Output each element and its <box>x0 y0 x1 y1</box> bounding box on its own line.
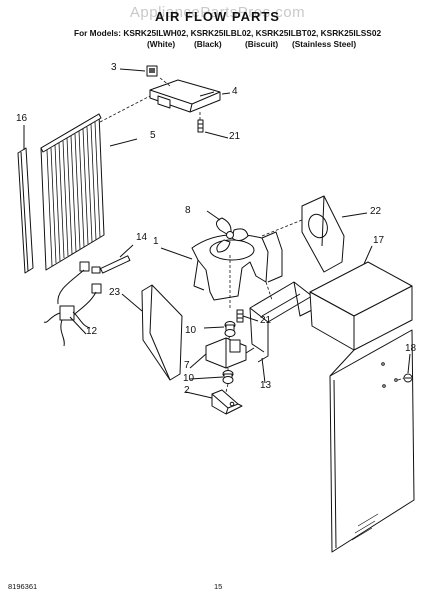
callout-2: 2 <box>184 385 190 396</box>
callout-17: 17 <box>373 235 385 246</box>
callout-21-top: 21 <box>229 131 241 142</box>
part-22-outlet-duct <box>301 195 345 273</box>
callout-7: 7 <box>184 360 190 371</box>
part-21-screw-middle <box>236 309 244 323</box>
callout-12: 12 <box>86 326 98 337</box>
callout-1: 1 <box>153 236 159 247</box>
part-18-screw <box>403 373 413 383</box>
part-4-damper-housing <box>149 79 221 113</box>
part-17-duct-cover <box>309 261 415 553</box>
part-23-side-duct <box>141 284 183 381</box>
callout-23: 23 <box>109 287 121 298</box>
part-2-motor-bracket <box>211 389 243 415</box>
finish-black: (Black) <box>194 39 222 49</box>
callout-4: 4 <box>232 86 238 97</box>
part-1-fan-shroud <box>191 231 283 301</box>
finish-white: (White) <box>147 39 176 49</box>
callout-3: 3 <box>111 62 117 73</box>
callout-10-lower: 10 <box>183 373 195 384</box>
part-5-evaporator-cover <box>40 113 105 271</box>
diagram-title: AIR FLOW PARTS <box>155 9 280 24</box>
callout-13: 13 <box>260 380 272 391</box>
model-list: For Models: KSRK25ILWH02, KSRK25ILBL02, … <box>74 28 381 38</box>
callout-16: 16 <box>16 113 28 124</box>
part-14-thermistor <box>91 255 131 274</box>
callout-8: 8 <box>185 205 191 216</box>
page-number: 15 <box>214 582 223 591</box>
watermark-text: AppliancePartsPros.com <box>129 4 306 21</box>
finish-stainless: (Stainless Steel) <box>292 39 357 49</box>
callout-21-middle: 21 <box>260 315 272 326</box>
callout-22: 22 <box>370 206 382 217</box>
model-prefix: For Models: <box>74 28 122 38</box>
leader-lines <box>23 68 411 399</box>
part-13-u-channel <box>249 281 313 363</box>
callout-18: 18 <box>405 343 417 354</box>
callout-10-upper: 10 <box>185 325 197 336</box>
part-3-clip <box>146 65 158 77</box>
callout-5: 5 <box>150 130 156 141</box>
part-12-wire-harness <box>43 261 102 347</box>
part-10-grommet-lower <box>222 370 234 384</box>
part-21-screw-top <box>197 119 204 133</box>
part-16-side-strip <box>17 147 34 274</box>
part-7-fan-motor <box>205 337 255 369</box>
document-number: 8196361 <box>8 582 38 591</box>
dashed-connectors <box>99 77 405 393</box>
callout-14: 14 <box>136 232 148 243</box>
model-numbers: KSRK25ILWH02, KSRK25ILBL02, KSRK25ILBT02… <box>123 28 382 38</box>
part-8-fan-blade <box>216 217 249 253</box>
part-10-grommet-upper <box>224 321 236 337</box>
finish-biscuit: (Biscuit) <box>245 39 279 49</box>
